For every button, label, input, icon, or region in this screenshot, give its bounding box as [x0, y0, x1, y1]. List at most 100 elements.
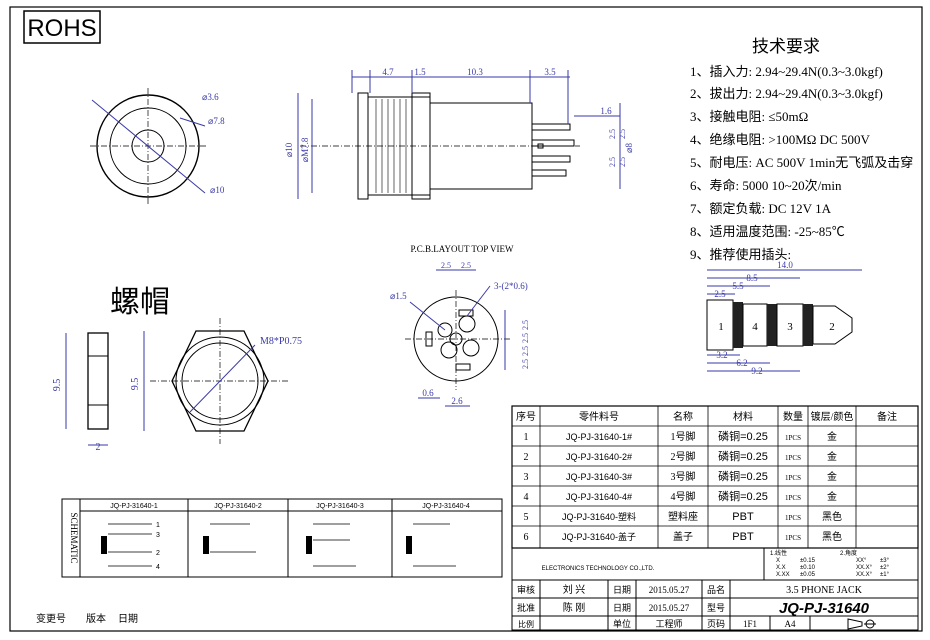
sheet-border: [9, 6, 923, 632]
svg-text:±1°: ±1°: [880, 572, 890, 578]
pcb-hole-big: ⌀1.5: [390, 291, 407, 301]
svg-text:X.XX: X.XX: [776, 572, 790, 578]
pcb-right-1: 2.5: [521, 320, 530, 330]
paper-size: A4: [785, 619, 796, 629]
plug-dim-14: 14.0: [777, 260, 793, 270]
pcb-bottom-2: 2.6: [451, 396, 463, 406]
nut-dim-9-5-left: 9.5: [52, 379, 63, 392]
bom-cell-r3-c3: 3号脚: [671, 470, 696, 483]
bom-cell-r2-c1: 2: [524, 452, 529, 463]
bom-cell-r2-c5: 1PCS: [785, 454, 801, 462]
nut-dim-9-5-right: 9.5: [130, 378, 141, 391]
tolerance-angle-title: 2.角度: [840, 549, 857, 557]
plug-label-3: 3: [787, 321, 793, 333]
page-value: 1F1: [743, 619, 757, 629]
engineer-label: 工程师: [655, 618, 682, 629]
tech-title: 技术要求: [752, 37, 820, 56]
model-label: 型号: [707, 603, 725, 613]
front-dia-7-8: ⌀7.8: [208, 116, 225, 126]
bom-cell-r6-c6: 黑色: [822, 530, 842, 543]
svg-text:X: X: [776, 558, 780, 564]
tech-requirements: 技术要求 1、插入力: 2.94~29.4N(0.3~3.0kgf) 2、拔出力…: [690, 37, 913, 262]
title-block: ELECTRONICS TECHNOLOGY CO.,LTD. 1.线性 X±0…: [511, 547, 919, 631]
svg-text:±0.10: ±0.10: [800, 565, 816, 571]
tech-item-2: 2、拔出力: 2.94~29.4N(0.3~3.0kgf): [690, 86, 883, 101]
page-label: 页码: [707, 619, 725, 629]
bom-cell-r4-c5: 1PCS: [785, 494, 801, 502]
rohs-label: ROHS: [27, 15, 96, 42]
svg-text:XX.X°: XX.X°: [856, 572, 873, 578]
bom-cell-r1-c1: 1: [524, 432, 529, 443]
tech-item-5: 5、耐电压: AC 500V 1min无飞弧及击穿: [690, 155, 913, 170]
bom-cell-r6-c1: 6: [524, 532, 529, 543]
footer-version: 版本: [86, 612, 106, 625]
bom-cell-r6-c2: JQ-PJ-31640-盖子: [562, 531, 636, 542]
bom-cell-r4-c4: 磷铜=0.25: [718, 489, 768, 503]
bom-cell-r1-c4: 磷铜=0.25: [718, 429, 768, 443]
svg-text:XX.X°: XX.X°: [856, 565, 873, 571]
bom-cell-r3-c2: JQ-PJ-31640-3#: [566, 472, 632, 482]
dim-4-7: 4.7: [382, 67, 394, 77]
date2-value: 2015.05.27: [649, 603, 690, 613]
bom-header-qty: 数量: [783, 410, 803, 423]
front-dia-3-6: ⌀3.6: [202, 92, 219, 102]
pcb-holes: 3-(2*0.6): [494, 281, 528, 291]
side-view: 4.7 1.5 10.3 3.5 ⌀10 ⌀M7.8 ⌀8 1.6 2.5 2.…: [284, 67, 634, 200]
plug-dim-2-5: 2.5: [714, 289, 726, 299]
bom-header-no: 序号: [516, 410, 536, 423]
pin-dim-a: 2.5: [608, 129, 617, 139]
bom-header-material: 材料: [733, 410, 753, 423]
schematic-part-4: JQ-PJ-31640-4: [422, 503, 470, 510]
schematic-part-1: JQ-PJ-31640-1: [110, 503, 158, 510]
bom-header-note: 备注: [877, 410, 897, 423]
plug-dim-6-2: 6.2: [736, 358, 747, 368]
date2-label: 日期: [613, 603, 631, 613]
pin-dim-d: 2.5: [618, 157, 627, 167]
approve-label: 批准: [517, 602, 535, 613]
schematic-block: SCHEMATIC JQ-PJ-31640-1 JQ-PJ-31640-2 JQ…: [61, 498, 503, 578]
plug-dim-8-5: 8.5: [746, 273, 758, 283]
footer-change: 变更号: [36, 612, 66, 625]
pcb-top-2: 2.5: [461, 261, 471, 270]
svg-text:XX°: XX°: [856, 558, 867, 564]
bom-cell-r5-c6: 黑色: [822, 510, 842, 523]
pcb-bottom-1: 0.6: [422, 388, 434, 398]
company-name: ELECTRONICS TECHNOLOGY CO.,LTD.: [542, 566, 655, 572]
schematic-pin-1: 1: [156, 522, 160, 529]
tech-item-1: 1、插入力: 2.94~29.4N(0.3~3.0kgf): [690, 64, 883, 79]
dim-dia-8-side: ⌀8: [624, 143, 634, 153]
schematic-pin-2: 2: [156, 550, 160, 557]
tech-item-6: 6、寿命: 5000 10~20次/min: [690, 178, 842, 193]
nut-thread: M8*P0.75: [260, 336, 302, 347]
bom-cell-r1-c6: 金: [827, 430, 837, 443]
bom-cell-r1-c5: 1PCS: [785, 434, 801, 442]
pin-dim-b: 2.5: [618, 129, 627, 139]
tech-item-3: 3、接触电阻: ≤50mΩ: [690, 109, 808, 124]
pcb-title: P.C.B.LAYOUT TOP VIEW: [411, 244, 514, 254]
date1-value: 2015.05.27: [649, 585, 690, 595]
tech-item-4: 4、绝缘电阻: >100MΩ DC 500V: [690, 132, 870, 147]
plug-label-4: 4: [752, 321, 758, 333]
bom-cell-r3-c1: 3: [524, 472, 529, 483]
product-label: 品名: [707, 584, 725, 595]
svg-text:±0.15: ±0.15: [800, 558, 816, 564]
tech-item-9: 9、推荐使用插头:: [690, 247, 791, 262]
dim-thread-side: ⌀M7.8: [300, 137, 310, 162]
bom-cell-r4-c6: 金: [827, 490, 837, 503]
plug-dim-5-5: 5.5: [732, 281, 744, 291]
plug-dim-3-2: 3.2: [716, 350, 727, 360]
front-view: ⌀3.6 ⌀7.8 ⌀10: [90, 88, 225, 204]
date1-label: 日期: [613, 585, 631, 595]
bom-cell-r4-c2: JQ-PJ-31640-4#: [566, 492, 632, 502]
svg-text:±0.05: ±0.05: [800, 572, 816, 578]
bom-cell-r5-c5: 1PCS: [785, 514, 801, 522]
plug-view: 14.0 8.5 5.5 2.5 3.2 6.2 9.2 1 4 3 2: [706, 260, 862, 376]
plug-label-1: 1: [718, 321, 724, 333]
bom-cell-r2-c2: JQ-PJ-31640-2#: [566, 452, 632, 462]
rohs-badge: [23, 10, 101, 44]
bom-header-part: 零件料号: [579, 410, 619, 423]
bom-cell-r2-c6: 金: [827, 450, 837, 463]
review-name: 刘 兴: [563, 584, 586, 596]
schematic-part-3: JQ-PJ-31640-3: [316, 503, 364, 510]
pcb-right-2: 2.5: [521, 333, 530, 343]
